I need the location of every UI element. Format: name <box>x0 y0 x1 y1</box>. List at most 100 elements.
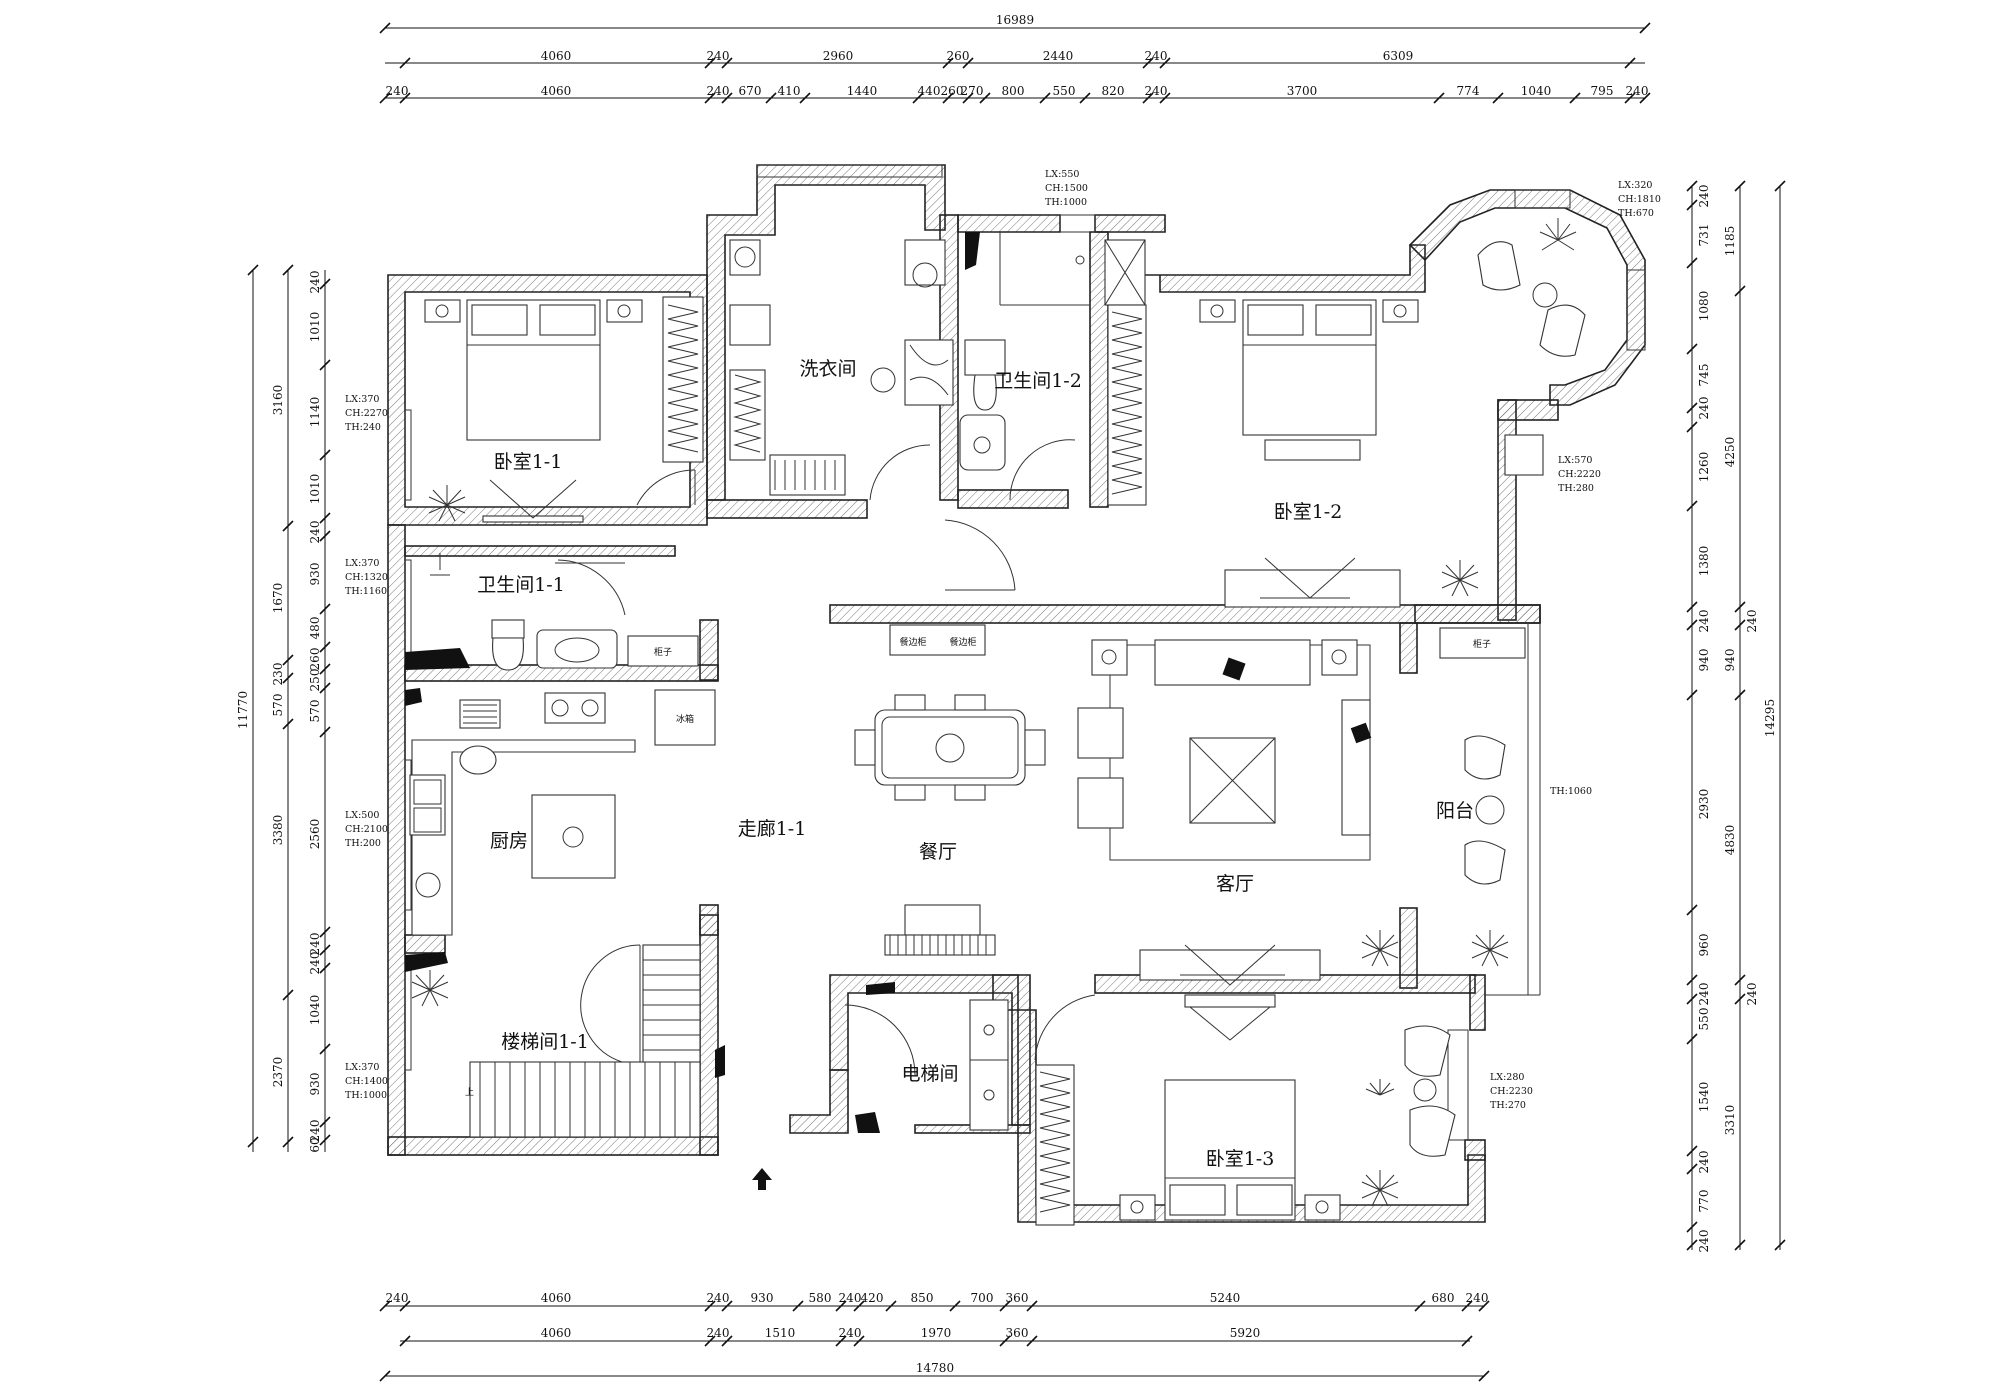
columns <box>405 232 980 1133</box>
dim-label: 5920 <box>1230 1326 1261 1340</box>
dim-label: 360 <box>1006 1291 1029 1305</box>
laundry-rack <box>769 454 846 496</box>
tv-lines <box>489 479 577 519</box>
note-line: LX:370 <box>345 558 379 569</box>
window-bath-1-1 <box>404 559 412 661</box>
dim-label: 240 <box>1697 610 1711 633</box>
stair-right-wall <box>699 914 719 1156</box>
dim-label: 240 <box>1466 1291 1489 1305</box>
door-swing <box>580 944 641 1063</box>
laundry-cabinet <box>729 369 766 461</box>
armchair <box>1077 777 1124 829</box>
bedroom-1-3-right-stub <box>1464 1139 1486 1161</box>
plant-icon <box>428 485 466 522</box>
dim-label: 240 <box>1697 185 1711 208</box>
bath-1-1-cabinet <box>627 635 699 667</box>
bay-lounge-chairs <box>1477 241 1586 357</box>
note-line: TH:270 <box>1490 1100 1526 1111</box>
bottom-dimensions: 240 4060 240 930 580 240 420 850 700 360… <box>379 1291 1490 1382</box>
bed-bench <box>1264 439 1361 461</box>
dim-label: 774 <box>1457 84 1480 98</box>
door-swing <box>1009 439 1076 501</box>
dim-label: 1670 <box>271 583 285 614</box>
dim-label: 240 <box>386 1291 409 1305</box>
door-swing <box>944 519 1016 591</box>
dim-label: 930 <box>751 1291 774 1305</box>
dim-label: 2930 <box>1697 789 1711 820</box>
cushion <box>1222 657 1246 681</box>
balcony-chair <box>1464 735 1506 780</box>
bed-1-3 <box>1119 1079 1341 1221</box>
room-label-stairwell: 楼梯间1-1 <box>501 1031 589 1053</box>
bedroom-chair <box>1404 1025 1451 1077</box>
top-dimensions: 16989 4060 240 2960 260 2440 240 6309 <box>379 13 1651 104</box>
dim-label: 1260 <box>1697 452 1711 483</box>
door-swing <box>869 444 931 501</box>
bottom-dim-row1: 240 4060 240 930 580 240 420 850 700 360… <box>379 1291 1490 1312</box>
dim-label: 6309 <box>1383 49 1414 63</box>
dim-label: 670 <box>739 84 762 98</box>
note-line: TH:1160 <box>345 586 387 597</box>
plant-icon <box>411 970 449 1007</box>
dim-label: 940 <box>1697 649 1711 672</box>
note-line: CH:2230 <box>1490 1086 1533 1097</box>
bath-1-1-top-wall <box>404 545 676 557</box>
column <box>405 648 470 670</box>
kitchen-bottom-jamb <box>404 934 446 954</box>
dim-label: 3380 <box>271 815 285 846</box>
bottom-overall-dim: 14780 <box>916 1361 954 1375</box>
right-overall-dim: 14295 <box>1763 699 1777 737</box>
room-label-bedroom-1-3: 卧室1-3 <box>1206 1148 1275 1170</box>
dim-label: 240 <box>308 1120 322 1143</box>
balcony-divider-top <box>1399 622 1418 674</box>
toilet-tank <box>491 619 525 639</box>
top-dim-row2: 240 4060 240 670 410 1440 440 260 270 80… <box>379 84 1651 104</box>
dim-label: 4060 <box>541 1326 572 1340</box>
balcony-th-note: TH:1060 <box>1550 786 1592 797</box>
laundry-bottom-wall <box>706 499 868 519</box>
room-label-elevator: 电梯间 <box>901 1063 958 1085</box>
dim-label: 1040 <box>308 995 322 1026</box>
dim-label: 731 <box>1697 224 1711 247</box>
dim-label: 940 <box>1723 649 1737 672</box>
note-line: CH:2220 <box>1558 469 1601 480</box>
bedroom-1-2-right-wall <box>1497 399 1517 621</box>
column <box>866 982 895 995</box>
left-exterior-wall <box>387 524 406 1156</box>
shower-head-icon <box>1075 255 1085 265</box>
staircase <box>469 944 701 1138</box>
dim-label: 240 <box>308 933 322 956</box>
right-dimensions: 240 731 1080 745 240 1260 1380 240 940 2… <box>1686 180 1786 1252</box>
sofa-right <box>1341 699 1371 836</box>
window-note-left-stair: LX:370 CH:1400 TH:1000 <box>345 1062 388 1101</box>
fridge <box>654 689 716 746</box>
plant-icon <box>1441 560 1479 597</box>
dim-label: 250 <box>308 669 322 692</box>
dim-label: 1510 <box>765 1326 796 1340</box>
top-dim-row1: 4060 240 2960 260 2440 240 6309 <box>399 49 1636 69</box>
note-line: TH:670 <box>1618 208 1654 219</box>
room-label-bedroom-1-1: 卧室1-1 <box>494 451 563 473</box>
dim-label: 2370 <box>271 1057 285 1088</box>
bed-1-1 <box>424 299 643 441</box>
window-bay-top <box>1514 189 1571 209</box>
dim-label: 240 <box>707 1291 730 1305</box>
elevator-cabinet <box>969 999 1009 1131</box>
dim-label: 930 <box>308 1073 322 1096</box>
window-notes: LX:550 CH:1500 TH:1000 LX:320 CH:1810 TH… <box>345 169 1661 1111</box>
dim-label: 240 <box>308 521 322 544</box>
dim-label: 770 <box>1697 1190 1711 1213</box>
dim-label: 5240 <box>1210 1291 1241 1305</box>
windows <box>404 164 1646 1141</box>
dim-label: 1540 <box>1697 1082 1711 1113</box>
dim-label: 680 <box>1432 1291 1455 1305</box>
note-line: LX:370 <box>345 1062 379 1073</box>
dim-label: 240 <box>1697 1151 1711 1174</box>
bath-1-1-basin <box>536 629 618 669</box>
note-line: TH:1000 <box>1045 197 1087 208</box>
toilet-bowl <box>492 637 524 671</box>
door-swing <box>844 1004 916 1076</box>
window-bed-1-1 <box>404 409 412 501</box>
room-label-bathroom-1-1: 卫生间1-1 <box>477 574 565 596</box>
cushion <box>1350 722 1372 744</box>
